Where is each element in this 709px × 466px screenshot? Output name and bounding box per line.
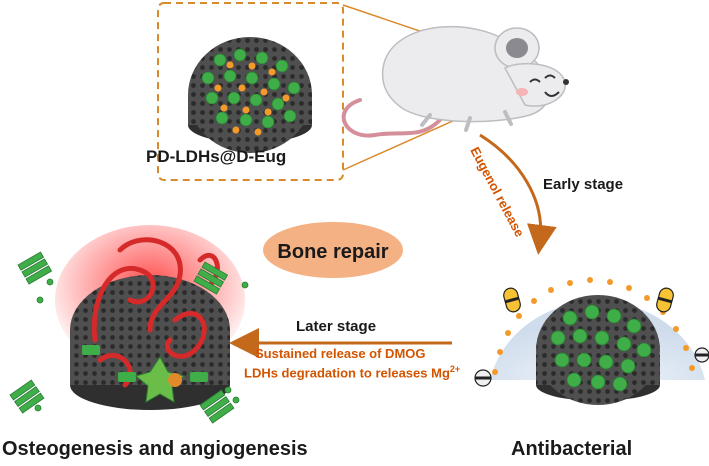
mouse-icon (341, 25, 569, 138)
bone-repair-label: Bone repair (277, 241, 389, 263)
bone-repair-pill (263, 222, 403, 278)
zoom-line-bottom (342, 119, 456, 171)
sustained-release-label: Sustained release of DMOG (255, 346, 426, 361)
later-stage-label: Later stage (296, 318, 377, 335)
osteogenesis-label: Osteogenesis and angiogenesis (2, 438, 308, 460)
mg-charge-superscript: 2+ (449, 364, 461, 374)
early-stage-arrow (479, 133, 557, 255)
material-frame (157, 2, 344, 181)
early-stage-label: Early stage (543, 176, 624, 193)
ldhs-degradation-label: LDHs degradation to releases Mg2+ (244, 364, 460, 380)
material-label: PD-LDHs@D-Eug (146, 147, 287, 166)
ldhs-degradation-text: LDHs degradation to releases Mg (244, 365, 450, 381)
ldh-platelet-icon (9, 251, 249, 424)
bacteria-icon (474, 287, 709, 387)
scaffold-icon (188, 37, 312, 153)
osteogenesis-illustration (55, 225, 245, 410)
eugenol-release-label: Eugenol release (467, 144, 527, 239)
antibacterial-label: Antibacterial (511, 438, 633, 460)
antibacterial-illustration (490, 277, 705, 405)
